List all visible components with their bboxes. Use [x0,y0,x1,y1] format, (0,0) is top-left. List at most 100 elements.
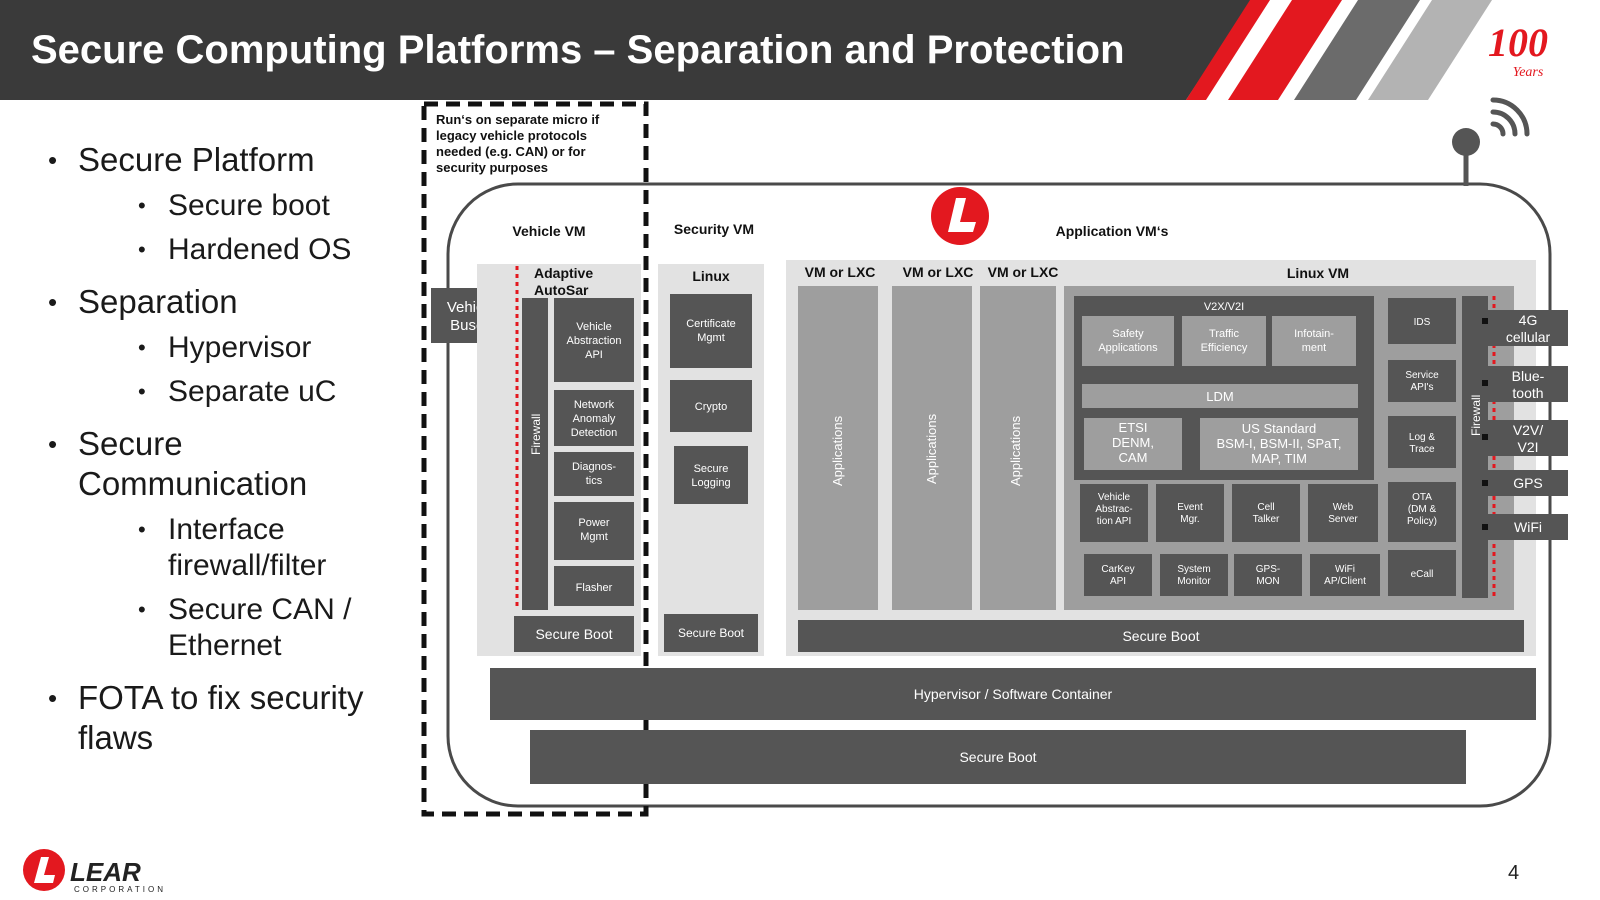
svg-text:OTA: OTA [1412,492,1432,503]
lxc-applications-2: Applications [924,413,939,484]
autosar-label: AutoSar [534,282,589,298]
svg-text:API: API [585,349,603,361]
security-vm-os: Linux [692,268,730,284]
vehicle-vm-modules: Vehicle Abstraction API Network Anomaly … [554,298,634,606]
sub-bullet: Secure boot [138,188,388,224]
svg-text:V2I: V2I [1517,439,1538,455]
vehicle-vm-secure-boot-label: Secure Boot [535,626,612,642]
svg-text:(DM &: (DM & [1408,504,1437,515]
svg-text:Abstraction: Abstraction [566,335,621,347]
application-secure-boot-label: Secure Boot [1122,628,1199,644]
secure-logging-box [674,446,748,504]
wireless-signal-icon [1490,97,1530,137]
vehicle-abstraction-api-service [1080,484,1148,542]
svg-text:tion API: tion API [1097,516,1131,527]
hypervisor-bar [490,668,1536,720]
ota-box [1388,482,1456,542]
application-vms-title: Application VM‘s [1056,223,1169,239]
bullet-separation: Separation [48,282,388,322]
lxc-label-1: VM or LXC [805,264,876,280]
svg-text:Network: Network [574,399,615,411]
vehicle-vm-secure-boot [514,616,634,652]
v2x-label: V2X/V2I [1204,301,1244,313]
side-modules: IDS Service API's Log & Trace OTA (DM & … [1388,298,1456,596]
lxc-applications-3: Applications [1008,415,1023,486]
vehicle-firewall-label: Firewall [529,414,543,455]
separate-micro-box [421,101,649,817]
svg-text:CarKey: CarKey [1101,564,1134,575]
base-secure-boot-label: Secure Boot [959,749,1036,765]
svg-text:Abstrac-: Abstrac- [1095,504,1132,515]
svg-text:Trace: Trace [1409,444,1435,455]
crypto-box [670,380,752,432]
linux-vm-title: Linux VM [1287,265,1349,281]
badge-years: Years [1513,65,1544,80]
svg-text:AP/Client: AP/Client [1324,576,1366,587]
base-secure-boot-bar [530,730,1466,784]
svg-text:Cell: Cell [1257,502,1274,513]
traffic-efficiency-box [1182,316,1266,366]
certificate-mgmt-label: Mgmt [697,332,725,344]
svg-text:Mgr.: Mgr. [1180,514,1199,525]
power-mgmt-box [554,502,634,560]
vehicle-abstraction-api-box [554,298,634,382]
svg-text:Diagnos-: Diagnos- [572,461,616,473]
svg-text:Anomaly: Anomaly [573,413,616,425]
slide-title: Secure Computing Platforms – Separation … [31,28,1125,72]
safety-applications-box [1082,316,1174,366]
svg-text:4G: 4G [1519,312,1538,328]
svg-text:Efficiency: Efficiency [1201,342,1248,354]
security-vm-secure-boot [664,614,758,652]
event-mgr-box [1156,484,1224,542]
network-anomaly-detection-box [554,390,634,446]
svg-text:MON: MON [1256,576,1279,587]
svg-text:Monitor: Monitor [1177,576,1211,587]
svg-text:Server: Server [1328,514,1358,525]
svg-text:MAP, TIM: MAP, TIM [1251,451,1307,466]
interface-wifi [1488,514,1568,540]
certificate-mgmt-label: Certificate [686,318,736,330]
sub-bullet: Interface firewall/filter [138,512,388,584]
interface-bluetooth [1488,366,1568,402]
interface-4g-cellular [1488,310,1568,346]
ldm-bar [1082,384,1358,408]
autosar-label: Adaptive [534,265,593,281]
svg-text:Mgmt: Mgmt [580,531,608,543]
secure-logging-label: Secure [694,463,729,475]
infotainment-box [1272,316,1356,366]
svg-text:DENM,: DENM, [1112,435,1154,450]
svg-text:Power: Power [578,517,610,529]
lxc-column-3 [980,286,1056,610]
svg-text:tics: tics [586,475,603,487]
sub-bullet: Secure CAN / Ethernet [138,592,388,664]
svg-text:API's: API's [1410,382,1433,393]
services-row-2: CarKey API System Monitor GPS- MON WiFi … [1084,554,1380,596]
svg-text:US Standard: US Standard [1242,421,1316,436]
svg-text:V2V/: V2V/ [1513,422,1543,438]
web-server-box [1308,484,1378,542]
svg-text:ment: ment [1302,342,1326,354]
svg-text:eCall: eCall [1411,569,1434,580]
svg-text:Log &: Log & [1409,432,1435,443]
interface-connectors [1482,318,1488,530]
crypto-label: Crypto [695,401,727,413]
certificate-mgmt-box [670,294,752,368]
badge-number: 100 [1488,20,1548,65]
svg-text:Flasher: Flasher [576,582,613,594]
svg-text:Web: Web [1333,502,1354,513]
svg-text:Run‘s on separate micro if: Run‘s on separate micro if [436,112,600,127]
cell-talker-box [1232,484,1300,542]
us-standard-box [1200,418,1358,470]
antenna-icon [1452,128,1480,156]
flasher-box [554,566,634,606]
gps-mon-box [1234,554,1302,596]
gray-stripe [1368,0,1492,100]
carkey-api-box [1084,554,1152,596]
svg-text:Vehicle: Vehicle [576,321,611,333]
gray-stripe [1294,0,1420,100]
svg-text:Event: Event [1177,502,1203,513]
application-secure-boot [798,620,1524,652]
svg-text:Service: Service [1405,370,1439,381]
service-apis-box [1388,360,1456,402]
